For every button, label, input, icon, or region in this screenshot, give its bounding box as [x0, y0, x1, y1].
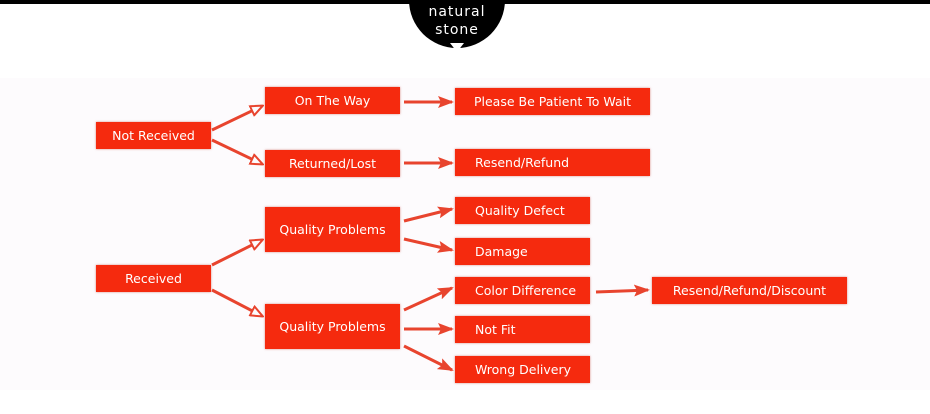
background-left	[0, 78, 82, 390]
node-returned-lost: Returned/Lost	[265, 150, 400, 177]
arrow-notreceived-returned	[211, 138, 262, 164]
node-resend-refund: Resend/Refund	[455, 149, 650, 176]
node-please-wait: Please Be Patient To Wait	[455, 88, 650, 115]
arrow-quality1-defect	[403, 206, 454, 223]
arrow-notreceived-ontheway	[211, 106, 262, 132]
arrow-color-discount	[595, 284, 650, 297]
arrow-received-quality2	[211, 288, 262, 316]
node-quality-problems-2: Quality Problems	[265, 304, 400, 349]
arrow-quality2-wrong	[403, 344, 454, 372]
node-color-difference: Color Difference	[455, 277, 590, 304]
arrow-received-quality1	[211, 240, 262, 267]
triangle-down-icon	[450, 43, 464, 52]
node-resend-refund-discount: Resend/Refund/Discount	[652, 277, 847, 304]
node-on-the-way: On The Way	[265, 87, 400, 114]
node-received: Received	[96, 265, 211, 292]
background-right	[862, 78, 930, 390]
node-not-fit: Not Fit	[455, 316, 590, 343]
node-wrong-delivery: Wrong Delivery	[455, 356, 590, 383]
brand-line-2: stone	[435, 22, 479, 38]
brand-line-1: natural	[428, 4, 486, 20]
node-damage: Damage	[455, 238, 590, 265]
node-quality-defect: Quality Defect	[455, 197, 590, 224]
arrow-quality1-damage	[403, 237, 454, 253]
node-not-received: Not Received	[96, 122, 211, 149]
arrow-quality2-color	[403, 286, 454, 312]
node-quality-problems-1: Quality Problems	[265, 207, 400, 252]
